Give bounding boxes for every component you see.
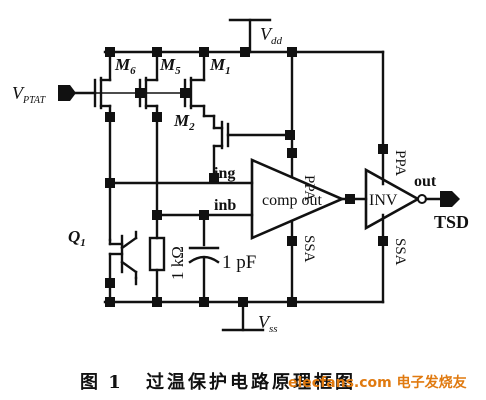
vdd-node-m6 bbox=[105, 47, 115, 57]
vdd-node bbox=[240, 47, 250, 57]
m2-label: M2 bbox=[173, 111, 195, 133]
comp-ssa-vss-node bbox=[287, 297, 297, 307]
m2-drain-node bbox=[209, 173, 219, 183]
inv-ppa-label: PPA bbox=[392, 150, 408, 176]
comp-ppa-vdd-node bbox=[287, 47, 297, 57]
ing-label: ing bbox=[214, 165, 235, 182]
cap-node bbox=[199, 210, 209, 220]
vptat-label: VPTAT bbox=[12, 83, 47, 106]
resistor-label: 1 kΩ bbox=[168, 246, 187, 280]
m6-label: M6 bbox=[114, 55, 136, 77]
comparator-triangle bbox=[250, 158, 346, 240]
cap-label: 1 pF bbox=[222, 252, 256, 273]
inb-label: inb bbox=[214, 197, 236, 214]
vss-node bbox=[238, 297, 248, 307]
comp-ssa-node bbox=[287, 236, 297, 246]
inv-ssa-label: SSA bbox=[392, 238, 408, 266]
res-vss-node bbox=[152, 297, 162, 307]
watermark: elecfans.com 电子发烧友 bbox=[288, 375, 467, 391]
m2-gate-node bbox=[285, 130, 295, 140]
inv-ppa-node bbox=[378, 144, 388, 154]
inverter-label: INV bbox=[369, 192, 398, 209]
inverter-triangle bbox=[364, 167, 421, 231]
q1-emitter bbox=[120, 260, 138, 274]
vdd-label: Vdd bbox=[260, 24, 283, 47]
q1-vss-node bbox=[105, 297, 115, 307]
vptat-input-port bbox=[58, 85, 76, 101]
q1-collector bbox=[120, 236, 138, 250]
m5-gate-node bbox=[135, 88, 145, 98]
q1-node bbox=[105, 278, 115, 288]
out-label: out bbox=[414, 173, 437, 190]
vss-label: Vss bbox=[258, 312, 278, 335]
tsd-output-port bbox=[440, 191, 460, 207]
comp-out-node bbox=[345, 194, 355, 204]
caption-title: 过温保护电路原理框图 bbox=[146, 372, 356, 393]
tsd-label: TSD bbox=[434, 212, 469, 232]
m5-label: M5 bbox=[159, 55, 181, 77]
comp-ssa-label: SSA bbox=[301, 235, 317, 263]
q1-label: Q1 bbox=[68, 227, 86, 249]
inv-ssa-node bbox=[378, 236, 388, 246]
caption-figure-number: 图 1 bbox=[80, 372, 123, 393]
m1-label: M1 bbox=[209, 55, 231, 77]
figure-caption: 图 1 过温保护电路原理框图 elecfans.com 电子发烧友 bbox=[0, 368, 486, 396]
cap-vss-node bbox=[199, 297, 209, 307]
resistor-body bbox=[148, 236, 166, 272]
comparator-label: comp out bbox=[262, 192, 323, 209]
m1-gate-node bbox=[180, 88, 190, 98]
comp-ppa-label: PPA bbox=[301, 175, 317, 201]
vdd-node-m5 bbox=[152, 47, 162, 57]
comp-ppa-node bbox=[287, 148, 297, 158]
vdd-node-m1 bbox=[199, 47, 209, 57]
